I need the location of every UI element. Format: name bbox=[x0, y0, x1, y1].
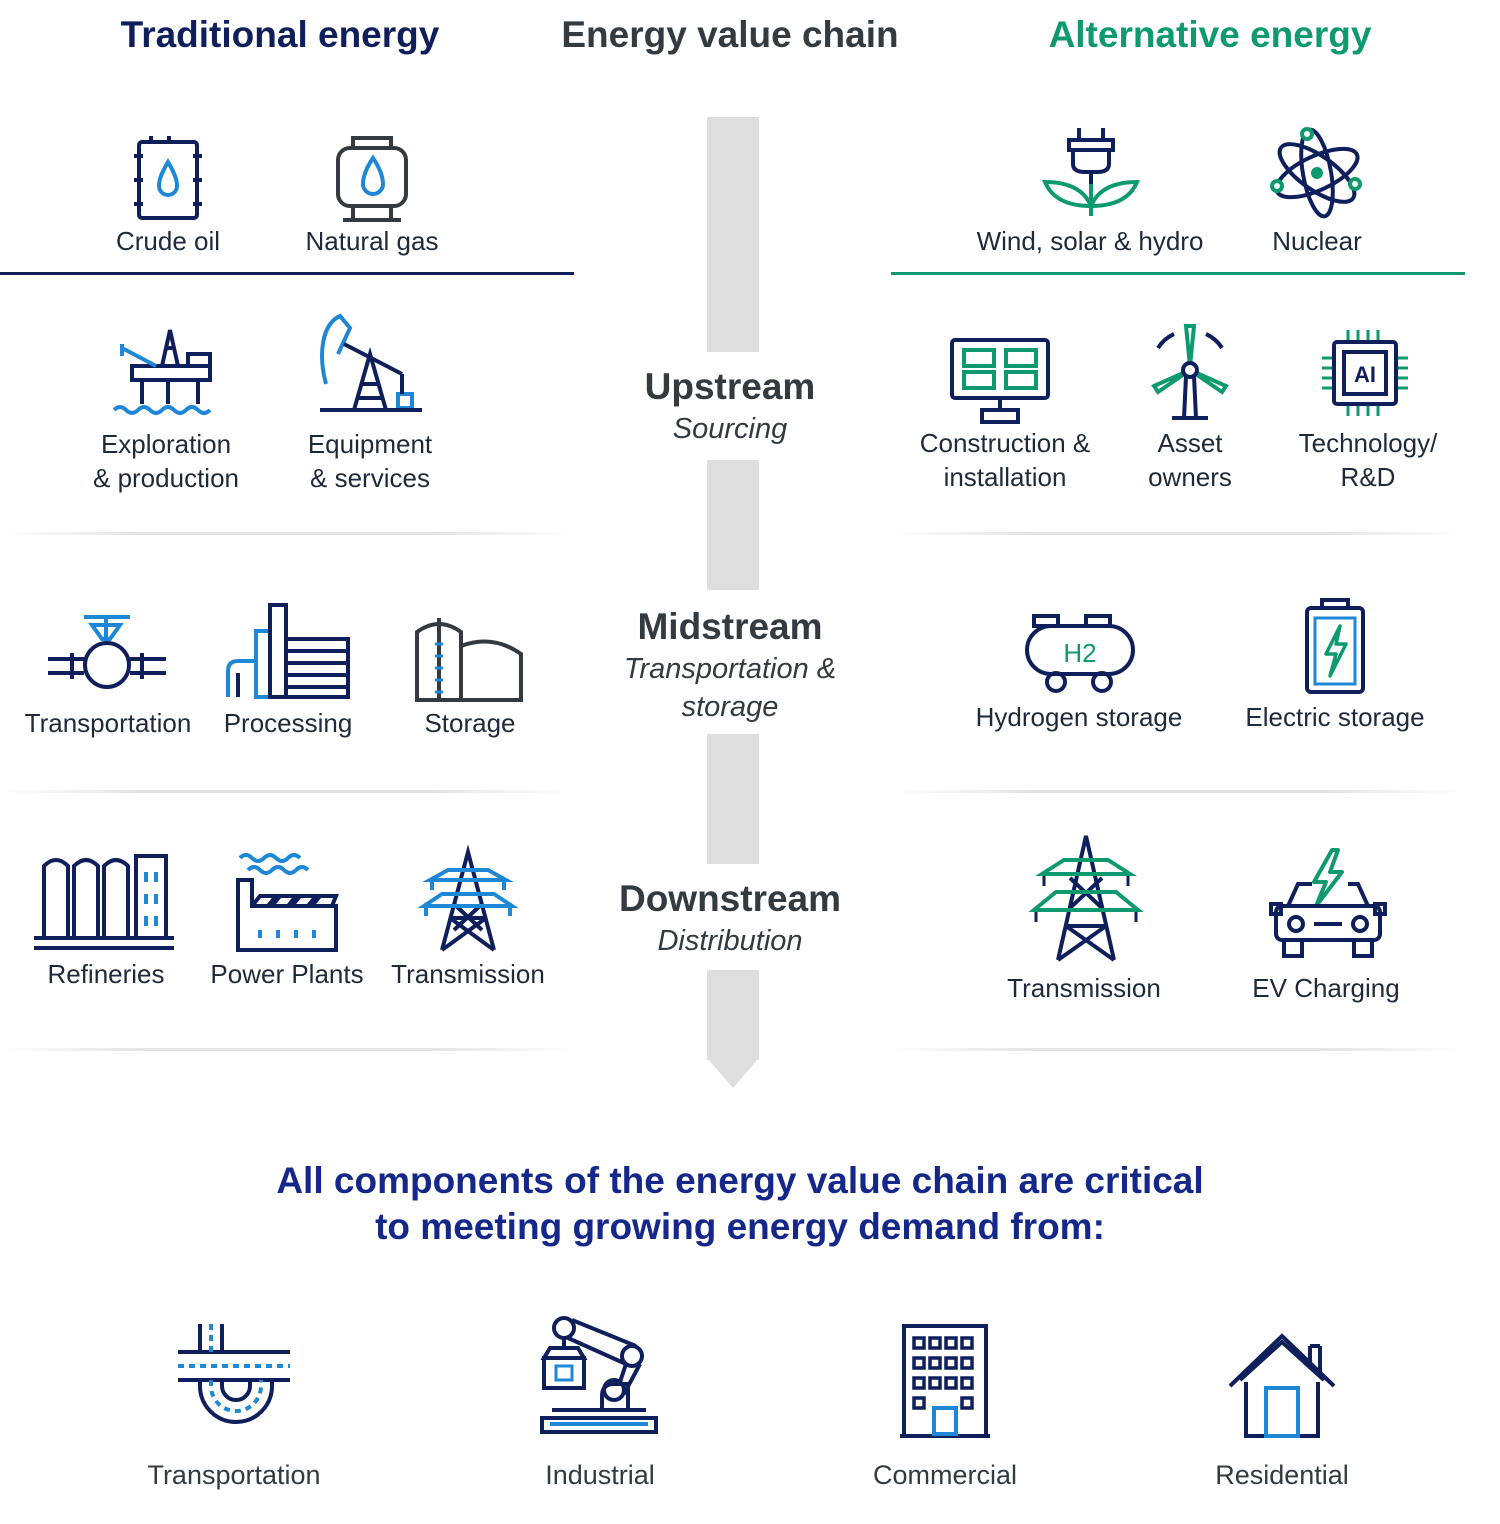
refineries-label: Refineries bbox=[47, 959, 165, 989]
power-plants-label: Power Plants bbox=[210, 959, 364, 989]
hydrogen-storage-label: Hydrogen storage bbox=[975, 702, 1183, 732]
processing-label: Processing bbox=[223, 708, 353, 738]
hydrogen-tank-icon: H2 bbox=[1025, 614, 1135, 693]
energy-value-chain-header: Energy value chain bbox=[561, 14, 899, 55]
ev-charging-icon bbox=[1269, 848, 1387, 958]
upstream-subtitle: Sourcing bbox=[672, 413, 788, 445]
gas-tank-icon bbox=[336, 136, 408, 222]
solar-panel-icon bbox=[950, 338, 1050, 424]
transmission-tower-icon bbox=[417, 844, 519, 952]
alternative-upstream-divider bbox=[891, 532, 1465, 535]
h2-label: H2 bbox=[1063, 638, 1096, 668]
upstream-title: Upstream bbox=[644, 366, 816, 407]
alternative-midstream-divider bbox=[891, 790, 1465, 793]
chain-arrow-head bbox=[707, 1058, 759, 1088]
downstream-subtitle: Distribution bbox=[657, 925, 803, 957]
chain-arrow-segment-2 bbox=[707, 460, 759, 590]
traditional-energy-header: Traditional energy bbox=[120, 14, 440, 55]
midstream-title: Midstream bbox=[637, 606, 823, 647]
house-icon bbox=[1228, 1333, 1336, 1438]
transportation-label: Transportation bbox=[24, 708, 192, 738]
equipment-services-label: Equipment & services bbox=[307, 429, 433, 493]
bottom-title: All components of the energy value chain… bbox=[276, 1160, 1204, 1247]
alternative-energy-header: Alternative energy bbox=[1048, 14, 1372, 55]
robot-arm-icon bbox=[540, 1316, 658, 1434]
wind-turbine-icon bbox=[1151, 324, 1229, 420]
refinery-icon bbox=[34, 854, 174, 950]
ai-chip-text: AI bbox=[1354, 362, 1376, 387]
downstream-title: Downstream bbox=[618, 878, 842, 919]
oil-barrel-icon bbox=[134, 136, 202, 220]
construction-installation-label: Construction & installation bbox=[919, 428, 1091, 492]
chain-arrow-segment-3 bbox=[707, 734, 759, 864]
road-interchange-icon bbox=[178, 1324, 290, 1424]
storage-tank-icon bbox=[415, 618, 523, 702]
pipeline-valve-icon bbox=[48, 615, 166, 689]
electric-storage-label: Electric storage bbox=[1245, 702, 1425, 732]
crude-oil-label: Crude oil bbox=[115, 226, 221, 256]
office-building-icon bbox=[900, 1324, 990, 1438]
traditional-downstream-divider bbox=[0, 1048, 574, 1051]
asset-owners-label: Asset owners bbox=[1148, 428, 1232, 492]
sector-industrial-label: Industrial bbox=[545, 1460, 655, 1490]
alternative-source-divider bbox=[891, 272, 1465, 275]
natural-gas-label: Natural gas bbox=[305, 226, 439, 256]
traditional-midstream-divider bbox=[0, 790, 574, 793]
nuclear-label: Nuclear bbox=[1272, 226, 1362, 256]
ev-charging-label: EV Charging bbox=[1252, 973, 1400, 1003]
processing-plant-icon bbox=[226, 603, 350, 699]
sector-residential-label: Residential bbox=[1215, 1460, 1349, 1490]
technology-rd-label: Technology/ R&D bbox=[1298, 428, 1438, 492]
sector-transportation-label: Transportation bbox=[147, 1460, 321, 1490]
transmission-label-alternative: Transmission bbox=[1007, 973, 1161, 1003]
pumpjack-icon bbox=[320, 313, 422, 412]
traditional-source-divider bbox=[0, 272, 574, 275]
chain-arrow-segment-1 bbox=[707, 117, 759, 352]
power-plant-icon bbox=[236, 853, 339, 952]
transmission-label-traditional: Transmission bbox=[391, 959, 545, 989]
transmission-tower-icon bbox=[1028, 835, 1144, 962]
traditional-upstream-divider bbox=[0, 532, 574, 535]
ai-chip-icon: AI bbox=[1322, 330, 1408, 416]
atom-icon bbox=[1270, 127, 1362, 219]
exploration-production-label: Exploration & production bbox=[93, 429, 239, 493]
midstream-subtitle: Transportation & storage bbox=[623, 653, 837, 723]
wind-solar-hydro-label: Wind, solar & hydro bbox=[976, 226, 1204, 256]
sector-commercial-label: Commercial bbox=[872, 1460, 1018, 1490]
storage-label: Storage bbox=[424, 708, 516, 738]
chain-arrow-segment-4 bbox=[707, 970, 759, 1060]
battery-icon bbox=[1305, 598, 1365, 694]
plug-plant-icon bbox=[1041, 128, 1141, 216]
offshore-rig-icon bbox=[112, 329, 212, 415]
alternative-downstream-divider bbox=[891, 1048, 1465, 1051]
